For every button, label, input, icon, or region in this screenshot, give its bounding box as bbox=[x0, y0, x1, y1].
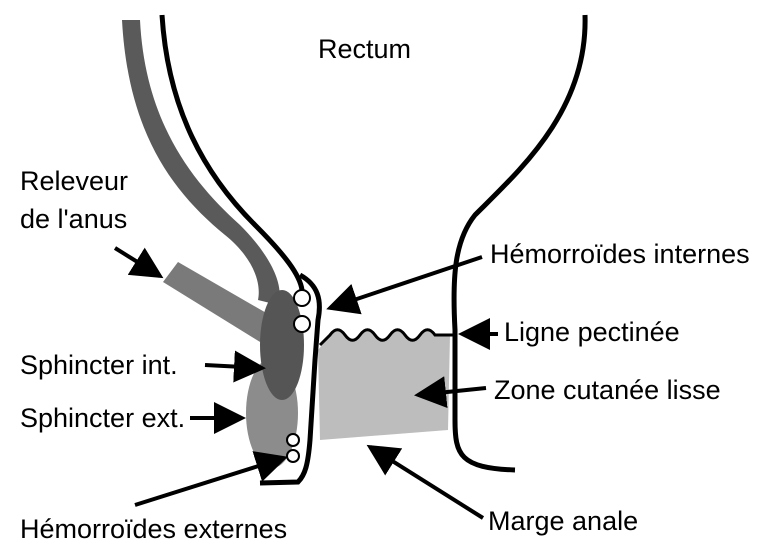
sphincter-internal bbox=[260, 290, 304, 400]
label-marge-anale: Marge anale bbox=[488, 506, 638, 536]
label-sphincter-ext: Sphincter ext. bbox=[20, 403, 185, 433]
label-hemorroides-externes: Hémorroïdes externes bbox=[20, 514, 287, 544]
skin-zone bbox=[318, 330, 450, 440]
external-hemorrhoid bbox=[287, 434, 299, 446]
label-zone-cutanee: Zone cutanée lisse bbox=[494, 375, 721, 405]
internal-hemorrhoid bbox=[294, 290, 310, 306]
label-releveur-line1: Releveur bbox=[20, 166, 128, 196]
label-sphincter-int: Sphincter int. bbox=[20, 350, 178, 380]
label-rectum: Rectum bbox=[318, 34, 411, 64]
label-hemorroides-internes: Hémorroïdes internes bbox=[490, 239, 750, 269]
arrow-hemorroides-internes bbox=[330, 257, 482, 308]
arrow-sphincter-int bbox=[205, 365, 262, 368]
label-ligne-pectinee: Ligne pectinée bbox=[504, 317, 680, 347]
internal-hemorrhoid bbox=[294, 316, 310, 332]
rectal-wall-outer-line bbox=[162, 15, 302, 290]
external-hemorrhoid bbox=[287, 450, 299, 462]
label-releveur-line2: de l'anus bbox=[20, 204, 127, 234]
rectal-wall-band bbox=[122, 20, 280, 305]
arrow-releveur bbox=[115, 248, 160, 276]
